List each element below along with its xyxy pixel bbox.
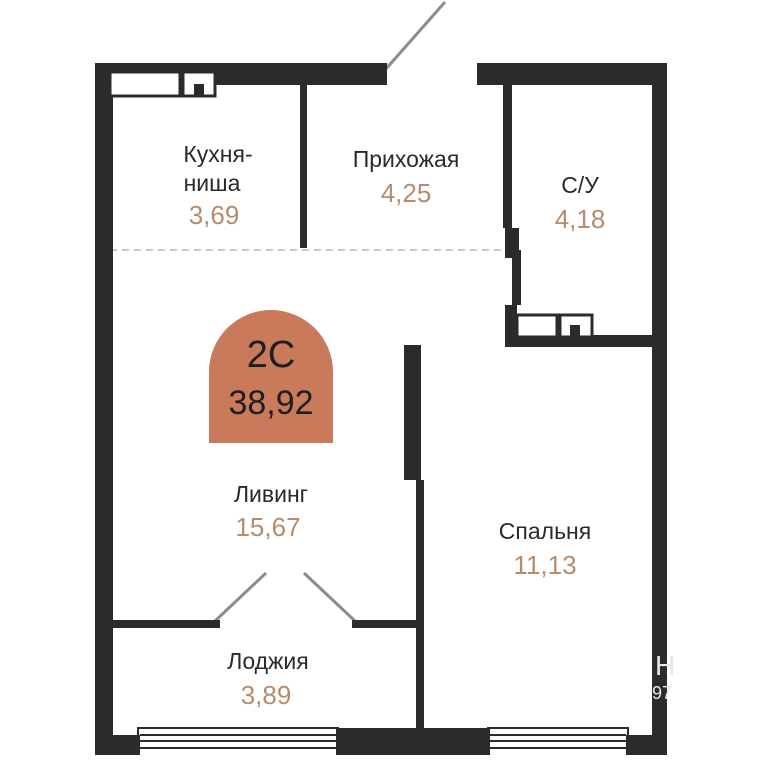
vent-shaft-bathroom <box>515 313 594 339</box>
window-left <box>137 727 339 749</box>
loggia-door-swing-left <box>213 571 268 623</box>
apartment-type: 2С <box>246 334 296 376</box>
bedroom-area: 11,13 <box>513 550 577 580</box>
loggia-label: Лоджия <box>227 648 309 674</box>
vent-shaft-kitchen <box>108 70 217 98</box>
watermark-fragment-2: 97 <box>652 683 673 703</box>
window-right <box>487 727 629 749</box>
hall-label: Прихожая <box>352 146 460 172</box>
bathroom-label: С/У <box>561 172 599 198</box>
kitchen-label-line1: Кухня- <box>183 141 253 167</box>
entrance-door-swing <box>383 1 447 71</box>
walls <box>95 63 667 755</box>
bedroom-label: Спальня <box>498 518 592 544</box>
bathroom-area: 4,18 <box>554 204 606 234</box>
living-label: Ливинг <box>233 481 309 507</box>
loggia-area: 3,89 <box>240 680 292 710</box>
total-area: 38,92 <box>228 384 314 422</box>
watermark-fragment-1: Н <box>655 650 676 681</box>
kitchen-label-line2: ниша <box>183 170 241 196</box>
hall-area: 4,25 <box>380 178 432 208</box>
living-area: 15,67 <box>235 512 301 542</box>
kitchen-area: 3,69 <box>188 200 240 230</box>
apartment-badge: 2С 38,92 <box>209 310 333 443</box>
loggia-door-swing-right <box>302 571 357 623</box>
